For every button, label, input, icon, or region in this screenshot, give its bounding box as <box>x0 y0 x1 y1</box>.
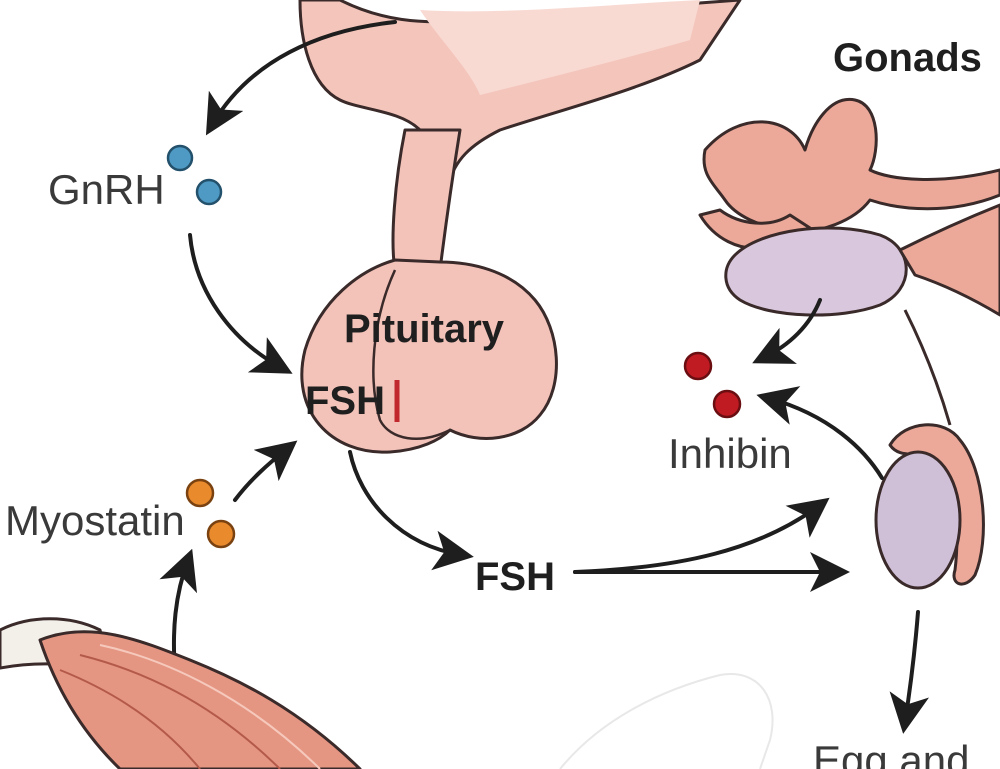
pituitary-gland <box>300 128 558 454</box>
pituitary-label: Pituitary <box>344 307 505 351</box>
fsh-pituitary-label: FSH <box>305 379 385 423</box>
muscle-fiber-1 <box>79 654 281 769</box>
muscle-fiber-2 <box>59 669 201 769</box>
faint-outline <box>559 673 774 769</box>
gnrh-label: GnRH <box>48 166 165 213</box>
testis-body <box>874 450 962 590</box>
myostatin-label: Myostatin <box>5 497 185 544</box>
myostatin-molecule-icon <box>185 478 236 549</box>
hypothalamus-shade <box>420 0 700 95</box>
muscle-fiber-3 <box>99 644 321 769</box>
inhibin-label: Inhibin <box>668 430 792 477</box>
fallopian-tube <box>702 98 1000 233</box>
spermatic-cord <box>903 309 952 426</box>
arrow-hypothalamus-to-gnrh <box>205 20 397 136</box>
arrow-ovary-to-inhibin <box>752 298 822 364</box>
pituitary-lobe-line <box>372 269 451 440</box>
gnrh-molecule-icon <box>166 144 223 206</box>
pituitary-body <box>300 258 558 454</box>
pituitary-stalk <box>391 128 462 272</box>
arrow-gonads-to-egg <box>889 610 930 734</box>
arrow-testis-to-inhibin <box>756 386 884 480</box>
ovary <box>724 226 908 317</box>
testis <box>874 309 985 590</box>
fsh-released-label: FSH <box>475 555 555 599</box>
arrow-fsh-to-ovary <box>573 497 830 574</box>
arrow-myostatin-to-pituitary <box>233 440 298 502</box>
inhibin-molecule-icon <box>683 351 742 419</box>
egg-and-label: Egg and <box>813 737 969 769</box>
hypothalamus <box>298 0 742 187</box>
arrow-pituitary-to-fsh <box>348 450 474 571</box>
ovarian-ligament <box>898 203 1000 317</box>
muscle <box>0 617 362 769</box>
muscle-belly <box>38 630 362 769</box>
arrow-gnrh-to-pituitary <box>188 233 293 374</box>
ovary-and-tube <box>698 98 1000 317</box>
gonads-label: Gonads <box>833 36 982 80</box>
